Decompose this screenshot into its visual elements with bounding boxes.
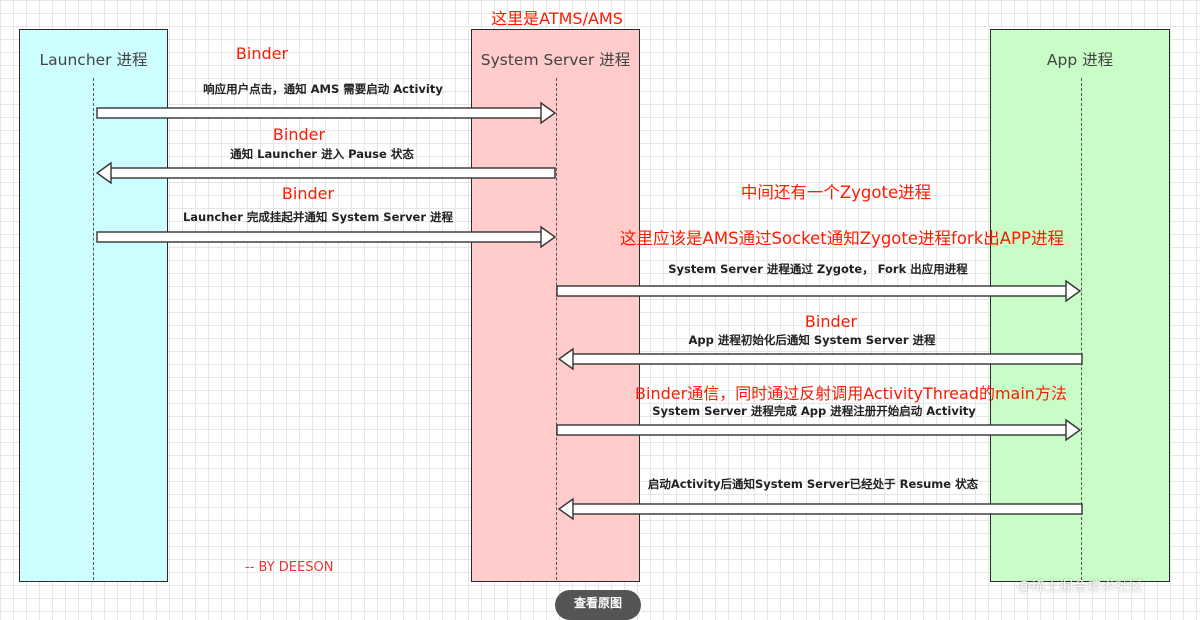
site-watermark: @稀土掘金技术社区 <box>1017 579 1143 595</box>
message-label-2: 通知 Launcher 进入 Pause 状态 <box>230 147 414 161</box>
arrow-app-to-server-1 <box>557 347 1083 371</box>
message-label-5: App 进程初始化后通知 System Server 进程 <box>688 333 936 347</box>
launcher-process-title: Launcher 进程 <box>39 51 148 69</box>
message-label-4: System Server 进程通过 Zygote， Fork 出应用进程 <box>668 262 968 276</box>
arrow-server-to-app-1 <box>556 279 1082 303</box>
binder-note-2: Binder <box>272 125 326 144</box>
atms-ams-note: 这里是ATMS/AMS <box>491 9 623 28</box>
message-label-7: 启动Activity后通知System Server已经处于 Resume 状态 <box>647 477 979 491</box>
system-server-process-column: System Server 进程 <box>471 29 640 582</box>
message-label-1: 响应用户点击，通知 AMS 需要启动 Activity <box>203 82 443 96</box>
arrow-server-to-app-2 <box>556 418 1082 442</box>
launcher-lifeline <box>93 78 94 580</box>
zygote-note: 中间还有一个Zygote进程 <box>740 183 932 202</box>
app-process-title: App 进程 <box>1046 51 1114 69</box>
arrow-launcher-to-server-2 <box>96 225 557 249</box>
author-signature: -- BY DEESON <box>245 560 334 575</box>
message-label-6: System Server 进程完成 App 进程注册开始启动 Activity <box>652 404 976 418</box>
socket-note: 这里应该是AMS通过Socket通知Zygote进程fork出APP进程 <box>620 229 1064 248</box>
system-server-lifeline <box>556 78 557 580</box>
arrow-launcher-to-server-1 <box>96 101 557 125</box>
arrow-app-to-server-2 <box>557 497 1083 521</box>
app-process-column: App 进程 <box>990 29 1170 582</box>
arrow-server-to-launcher-1 <box>95 161 556 185</box>
app-lifeline <box>1081 78 1082 580</box>
message-label-3: Launcher 完成挂起并通知 System Server 进程 <box>182 210 454 224</box>
binder-reflection-note: Binder通信，同时通过反射调用ActivityThread的main方法 <box>635 384 1067 403</box>
binder-note-1: Binder <box>235 44 289 63</box>
binder-note-5: Binder <box>804 312 858 331</box>
binder-note-3: Binder <box>281 184 335 203</box>
system-server-process-title: System Server 进程 <box>480 51 631 69</box>
view-original-button[interactable]: 查看原图 <box>555 590 641 620</box>
